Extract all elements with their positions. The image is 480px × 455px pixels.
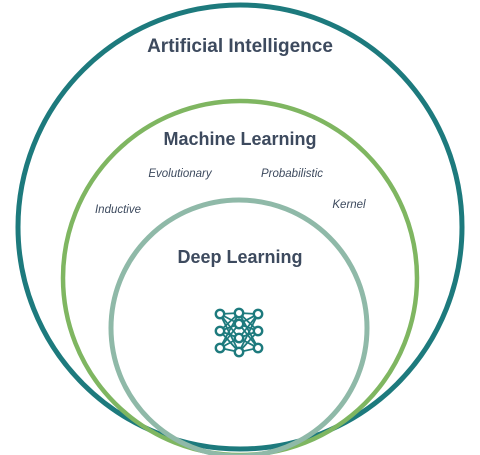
ai-label: Artificial Intelligence [147, 36, 333, 57]
ml-label: Machine Learning [163, 129, 316, 149]
nn-node [214, 342, 226, 354]
dl-label: Deep Learning [177, 247, 302, 267]
nn-node [233, 307, 245, 319]
nn-node [214, 325, 226, 337]
nn-node [233, 346, 245, 358]
nn-node [252, 342, 264, 354]
ml-subfield-inductive: Inductive [95, 204, 141, 216]
neural-network-icon [214, 307, 264, 358]
nn-connection [219, 313, 240, 353]
nn-node [233, 332, 245, 344]
dl-circle [108, 197, 370, 455]
ml-subfield-kernel: Kernel [332, 199, 366, 211]
nn-node [233, 318, 245, 330]
nn-connection [238, 313, 259, 353]
ai-circle [15, 2, 465, 452]
nn-node [252, 325, 264, 337]
ml-subfield-evolutionary: Evolutionary [148, 168, 213, 180]
ml-subfield-probabilistic: Probabilistic [261, 168, 323, 180]
nn-connection [238, 312, 259, 349]
nn-node [252, 308, 264, 320]
nn-node [214, 308, 226, 320]
ml-circle [60, 98, 420, 455]
nn-connection [219, 312, 240, 349]
